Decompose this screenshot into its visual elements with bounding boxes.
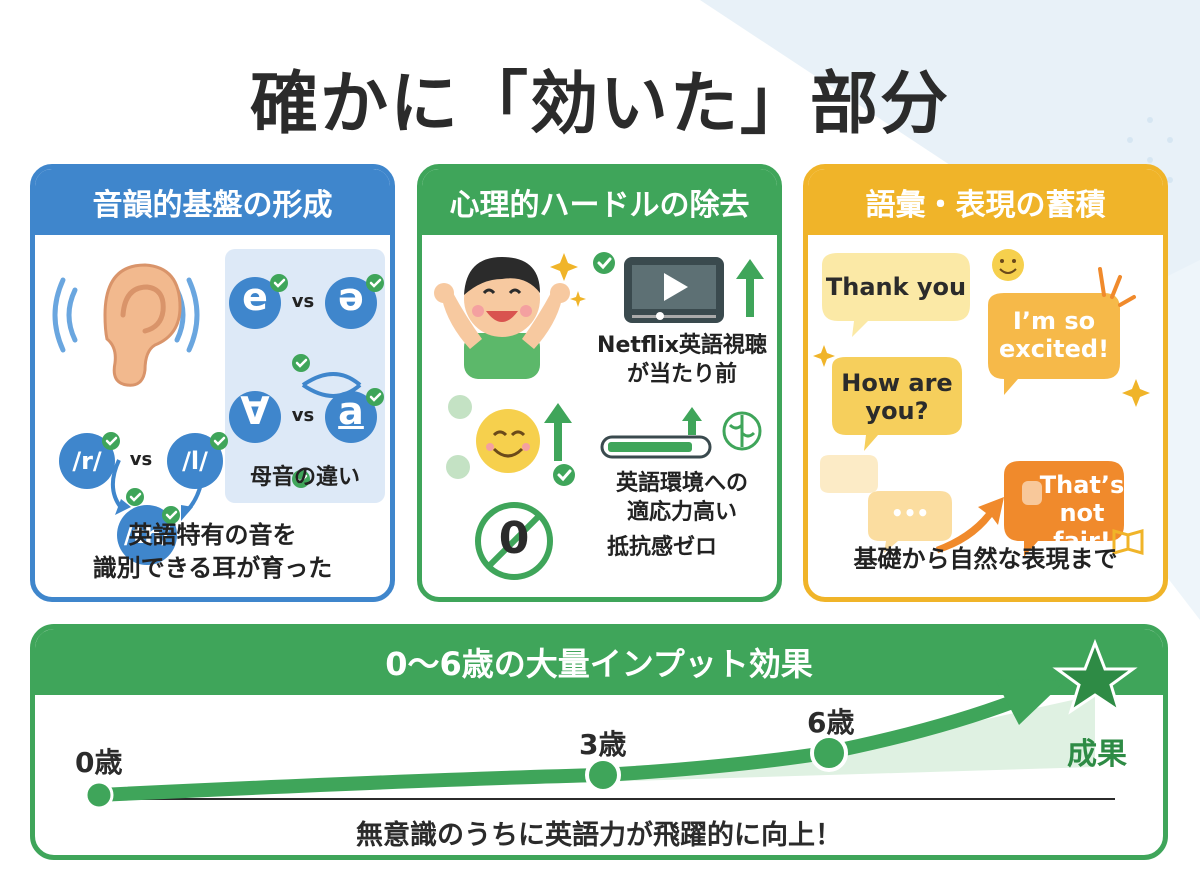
card-heading: 音韻的基盤の形成	[35, 169, 390, 235]
card-caption: 英語特有の音を 識別できる耳が育った	[92, 521, 333, 582]
timeline-summary: 無意識のうちに英語力が飛躍的に向上！	[356, 820, 842, 851]
card-psychological: 心理的ハードルの除去	[417, 164, 782, 602]
bubble-dots: •••	[890, 501, 930, 525]
bubble-not-fair: That’s not fair!	[1039, 471, 1125, 555]
progress-bar-icon	[600, 435, 712, 459]
item-adaptability: 英語環境への 適応力高い	[615, 471, 748, 525]
exclamation-icon	[1098, 267, 1136, 307]
vs-label: vs	[291, 291, 315, 312]
no-resistance-icon	[475, 502, 553, 580]
vowel-label: 母音の違い	[249, 465, 360, 490]
vs-label: vs	[291, 405, 315, 426]
bubble-excited: I’m so excited!	[998, 307, 1110, 363]
vowel-v: ∀	[240, 389, 270, 433]
smiley-face-icon	[992, 249, 1024, 281]
bubble-how-are-you: How are you?	[841, 369, 953, 425]
goal-label: 成果	[1067, 737, 1127, 772]
phoneme-r-circle	[59, 433, 115, 489]
milestone-label-6: 6歳	[807, 706, 855, 739]
phoneme-th-circle	[117, 505, 177, 565]
video-player-icon	[624, 257, 724, 323]
milestone-label-0: 0歳	[75, 746, 123, 779]
phoneme-l: /l/	[182, 447, 208, 475]
sparkle-icon	[550, 253, 586, 307]
smiley-face-icon	[476, 409, 540, 473]
vowel-schwa: ə	[338, 275, 364, 319]
check-icon	[553, 252, 615, 486]
milestone-dot	[585, 757, 621, 793]
milestone-dot	[84, 780, 114, 810]
vowel-schwa-circle	[325, 277, 377, 329]
milestone-label-3: 3歳	[579, 728, 627, 761]
brain-icon	[722, 411, 762, 451]
sparkle-icon	[813, 345, 1150, 407]
page-title: 確かに「効いた」部分	[249, 65, 950, 144]
card-caption: 基礎から自然な表現まで	[853, 545, 1118, 573]
timeline-panel: 0〜6歳の大量インプット効果 0歳 3歳 6歳 成果 無意識のうちに英語力が飛躍…	[30, 624, 1168, 860]
phoneme-th: /th/	[123, 521, 171, 549]
card-heading: 語彙・表現の蓄積	[808, 169, 1163, 235]
card-phonological: 音韻的基盤の形成	[30, 164, 395, 602]
milestone-dot	[810, 734, 848, 772]
ear-icon	[103, 263, 182, 387]
curve-arrowhead-icon	[995, 679, 1065, 725]
vowel-v-circle	[229, 391, 281, 443]
timeline-heading: 0〜6歳の大量インプット効果	[35, 629, 1163, 695]
up-arrow-icon	[544, 259, 764, 461]
item-netflix: Netflix英語視聴 が当たり前	[597, 333, 767, 387]
phoneme-r: /r/	[72, 447, 102, 475]
book-icon	[1112, 529, 1144, 555]
vowel-a-circle	[325, 391, 377, 443]
star-icon	[1052, 638, 1138, 715]
small-smiley-icon	[446, 395, 472, 479]
growth-curve-chart	[84, 638, 1138, 810]
phoneme-l-circle	[167, 433, 223, 489]
arrow-icon	[936, 497, 1004, 553]
vs-label: vs	[129, 449, 153, 470]
phonetics-illustration	[52, 263, 384, 565]
zero-symbol: 0	[498, 513, 530, 564]
happy-child-icon	[434, 257, 570, 379]
speech-bubble-icon	[820, 253, 1124, 557]
item-no-resistance: 抵抗感ゼロ	[606, 535, 717, 560]
bubble-thank-you: Thank you	[825, 273, 967, 301]
vowel-e-circle	[229, 277, 281, 329]
card-heading: 心理的ハードルの除去	[422, 169, 777, 235]
vowel-a: a	[338, 389, 364, 433]
card-vocabulary: 語彙・表現の蓄積	[803, 164, 1168, 602]
psychology-illustration	[434, 252, 764, 580]
speech-bubbles-illustration	[813, 249, 1150, 557]
hand-icon	[1022, 481, 1042, 505]
vowel-e: e	[242, 275, 268, 319]
check-icon	[102, 274, 384, 524]
